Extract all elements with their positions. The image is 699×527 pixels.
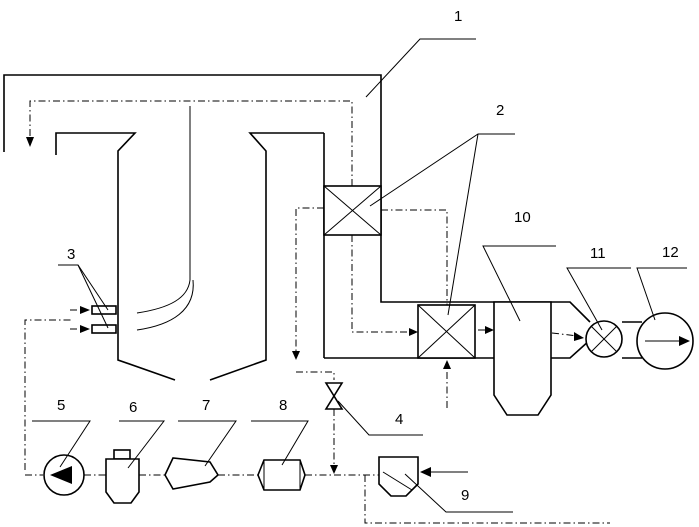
heat-exchanger-upper xyxy=(323,185,382,236)
separator-unit xyxy=(493,301,552,416)
label-1: 1 xyxy=(454,8,462,25)
pump xyxy=(43,454,85,496)
cone-classifier xyxy=(164,457,220,490)
cylinder-filter xyxy=(257,459,306,491)
label-7: 7 xyxy=(202,397,210,414)
label-6: 6 xyxy=(129,399,137,416)
heat-exchanger-lower xyxy=(417,304,476,359)
leader-lines xyxy=(32,38,687,513)
label-11: 11 xyxy=(590,245,606,262)
label-5: 5 xyxy=(57,397,65,414)
flow-arrow-duct xyxy=(478,326,494,334)
fan xyxy=(636,312,694,370)
label-12: 12 xyxy=(662,244,679,261)
valve xyxy=(324,382,344,474)
bin xyxy=(105,449,140,504)
labels: 1 2 3 4 5 6 7 8 9 10 11 12 xyxy=(57,8,679,504)
label-4: 4 xyxy=(395,411,403,428)
label-8: 8 xyxy=(279,397,287,414)
label-9: 9 xyxy=(461,487,469,504)
label-10: 10 xyxy=(514,209,531,226)
recirculation-lines xyxy=(26,100,451,408)
flow-arrow-to-fan xyxy=(551,332,584,341)
damper xyxy=(585,320,623,358)
nozzles xyxy=(24,305,117,470)
label-3: 3 xyxy=(67,246,75,263)
label-2: 2 xyxy=(496,102,504,119)
furnace xyxy=(55,106,325,381)
hopper xyxy=(364,456,610,524)
